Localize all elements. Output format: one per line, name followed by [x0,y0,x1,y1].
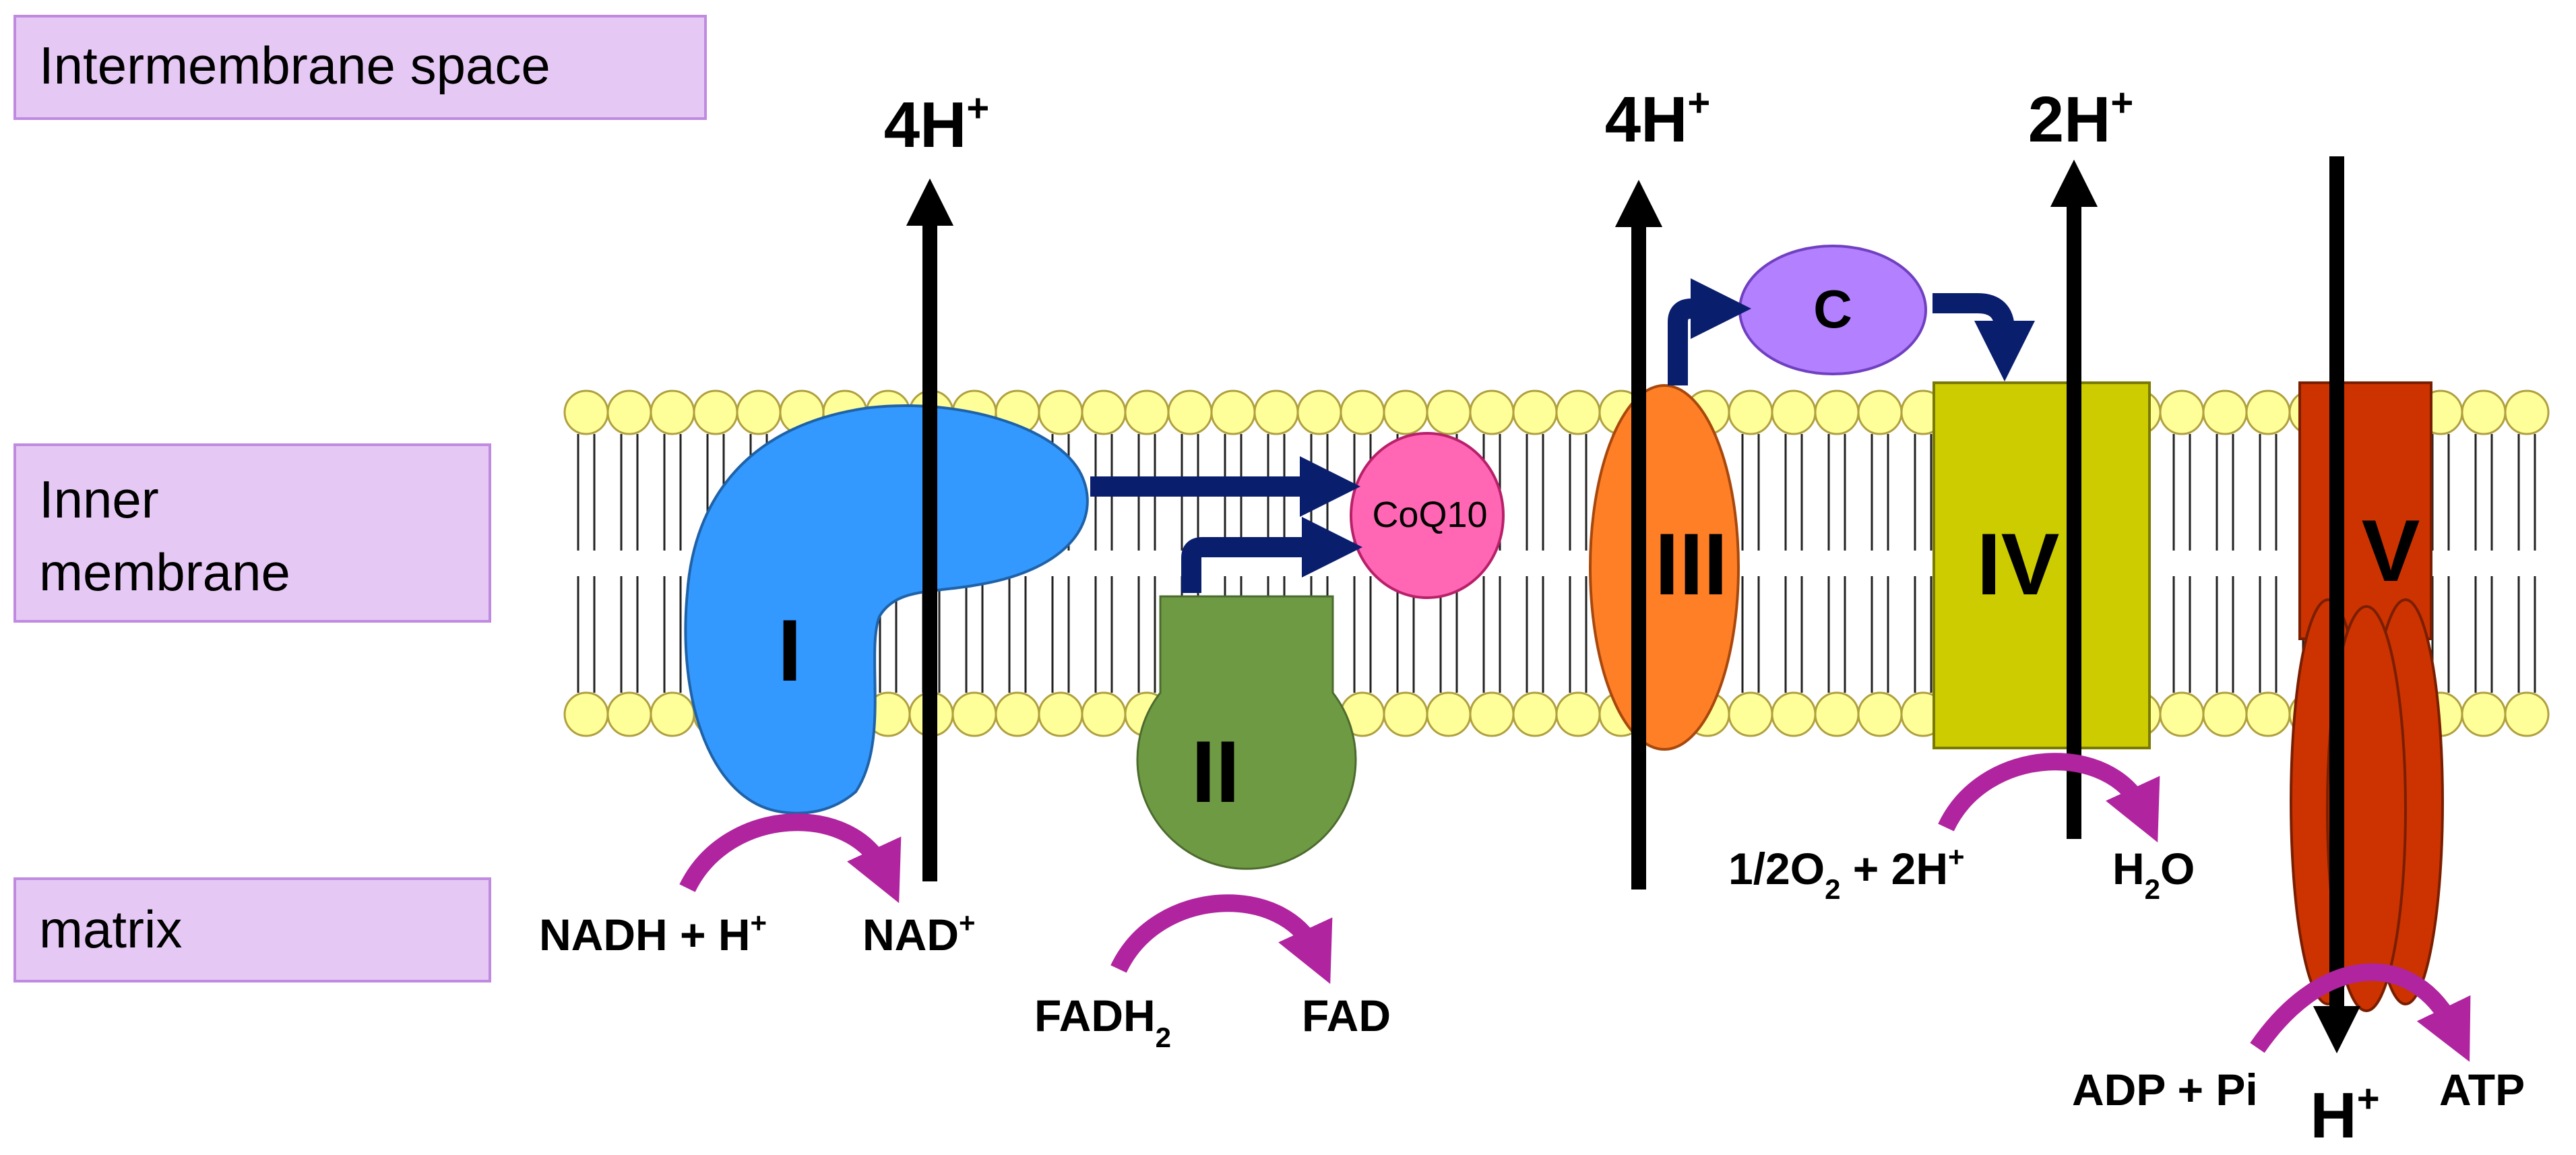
coq10: CoQ10 [1350,432,1505,599]
lipid-head [1426,389,1472,435]
label-o2: 1/2O2 + 2H+ [1728,841,1965,905]
region-label-intermembrane: Intermembrane space [39,36,551,95]
coq10-label: CoQ10 [1372,495,1487,535]
lipid-head [2504,691,2550,737]
lipid-head [1426,691,1472,737]
complex-III: III [1589,384,1740,751]
lipid-head [1383,389,1428,435]
lipid-head [1512,691,1558,737]
proton-label-V: H+ [2310,1077,2379,1152]
cytochrome-c-label: C [1813,279,1852,339]
proton-label-I: 4H+ [884,86,990,161]
lipid-head [650,389,695,435]
proton-label-IV: 2H+ [2028,81,2134,156]
lipid-head [1296,389,1342,435]
complex-II-label: II [1191,722,1240,821]
region-box-matrix: matrix [13,877,491,982]
lipid-head [2245,691,2291,737]
reaction-arrow-IV [1938,753,2160,843]
lipid-head [693,389,739,435]
lipid-head [1124,389,1170,435]
lipid-head [1857,691,1903,737]
lipid-head [1383,691,1428,737]
lipid-head [606,389,652,435]
lipid-head [1469,691,1515,737]
label-h2o: H2O [2112,844,2195,905]
reaction-arrows [679,753,2471,1062]
label-nad: NAD+ [862,907,976,960]
lipid-head [2202,691,2248,737]
complex-V: V [2290,381,2444,1012]
label-atp: ATP [2439,1065,2525,1115]
lipid-head [736,389,782,435]
electron-arrow-III-to-c [1668,278,1751,385]
lipid-head [1728,389,1773,435]
lipid-head [1210,389,1256,435]
lipid-head [1771,389,1817,435]
lipid-head [2245,389,2291,435]
label-nadh: NADH + H+ [539,907,767,960]
proton-label-III: 4H+ [1605,81,1711,156]
lipid-head [563,691,609,737]
lipid-head [951,691,997,737]
lipid-head [1512,389,1558,435]
lipid-head [995,691,1040,737]
lipid-head [1081,691,1127,737]
reaction-arrow-I [679,813,902,904]
complex-V-label: V [2362,501,2420,600]
complex-I-label: I [778,601,802,699]
lipid-head [1555,389,1601,435]
reaction-arrow-II [1110,894,1333,985]
proton-arrows [906,156,2361,1054]
lipid-head [2202,389,2248,435]
lipid-head [2461,389,2507,435]
region-box-inner-membrane: Inner membrane [13,443,491,623]
complex-IV-label: IV [1977,515,2060,613]
lipid-head [1340,389,1385,435]
electron-arrow-II-to-coq10 [1181,517,1362,593]
electron-arrows [1090,278,2035,593]
lipid-head [1555,691,1601,737]
complex-III-label: III [1655,515,1728,613]
lipid-head [1814,389,1860,435]
reaction-arrow-V [2250,963,2471,1062]
lipid-head [1728,691,1773,737]
lipid-head [1081,389,1127,435]
lipid-head [1771,691,1817,737]
region-label-inner-line1: Inner [39,470,159,529]
region-label-inner-line2: membrane [39,542,290,602]
lipid-head [1857,389,1903,435]
lipid-head [1469,389,1515,435]
region-box-intermembrane: Intermembrane space [13,15,707,120]
complex-IV: IV [1933,381,2151,749]
lipid-head [1814,691,1860,737]
complex-II: II [1136,595,1357,870]
electron-arrow-c-to-IV [1933,293,2035,381]
label-fad: FAD [1302,991,1391,1040]
lipid-head [1167,389,1213,435]
lipid-head [2504,389,2550,435]
lipid-head [650,691,695,737]
lipid-head [2159,389,2205,435]
label-adp: ADP + Pi [2072,1065,2258,1115]
lipid-head [1253,389,1299,435]
cytochrome-c: C [1738,245,1927,375]
complex-I: I [684,404,1089,815]
lipid-head [2159,691,2205,737]
lipid-head [1038,691,1083,737]
region-label-matrix: matrix [39,900,182,959]
lipid-head [606,691,652,737]
label-fadh2: FADH2 [1034,991,1171,1053]
lipid-head [1038,389,1083,435]
lipid-head [2461,691,2507,737]
lipid-head [563,389,609,435]
